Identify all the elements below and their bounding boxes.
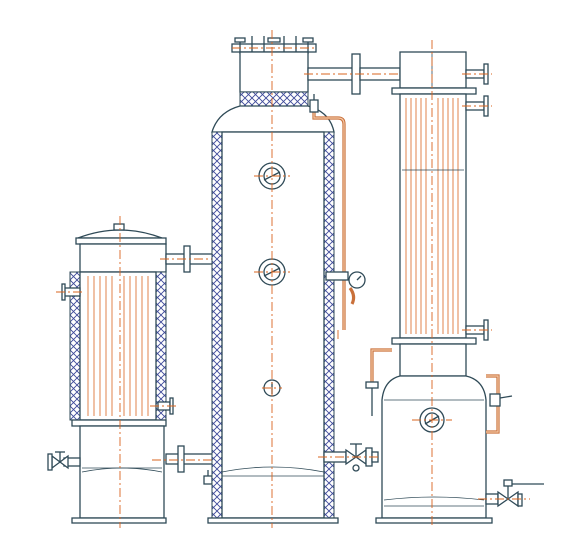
condenser-tubes [405,98,459,334]
receiver-drain-valve-icon[interactable] [485,479,544,508]
column-outlet-valve-icon[interactable] [345,443,379,472]
heater-upper-shell [79,243,167,273]
condenser-bottom-flange [391,337,477,345]
pressure-gauge-icon [348,271,366,289]
condenser-top-flange [391,87,477,95]
column-body [221,131,325,519]
heater-top-flange [75,237,167,245]
heater-vent-nozzle [113,223,125,231]
condensate-pipe [370,348,392,382]
heater-tube-bundle [79,271,157,421]
column-demister [239,91,309,107]
heater-lower-shell [79,425,165,519]
cover-bolts [234,36,314,54]
vapor-pipe-to-condenser [307,67,355,81]
receiver-base [375,517,493,524]
condenser-shell [399,93,467,339]
heater-tube-sheet [71,419,167,427]
column-base [207,517,339,524]
heater-tubes [87,276,149,416]
heater-drain-valve-icon[interactable] [47,451,81,471]
condenser [365,40,544,528]
condenser-neck [399,343,467,377]
column-separator-top [239,51,309,93]
heater-base [71,517,167,524]
evaporator-column [207,30,404,528]
heater [47,216,223,528]
heater-insulation-right [155,271,167,421]
column-insulation-left [211,131,223,519]
condenser-top-head [399,51,467,89]
